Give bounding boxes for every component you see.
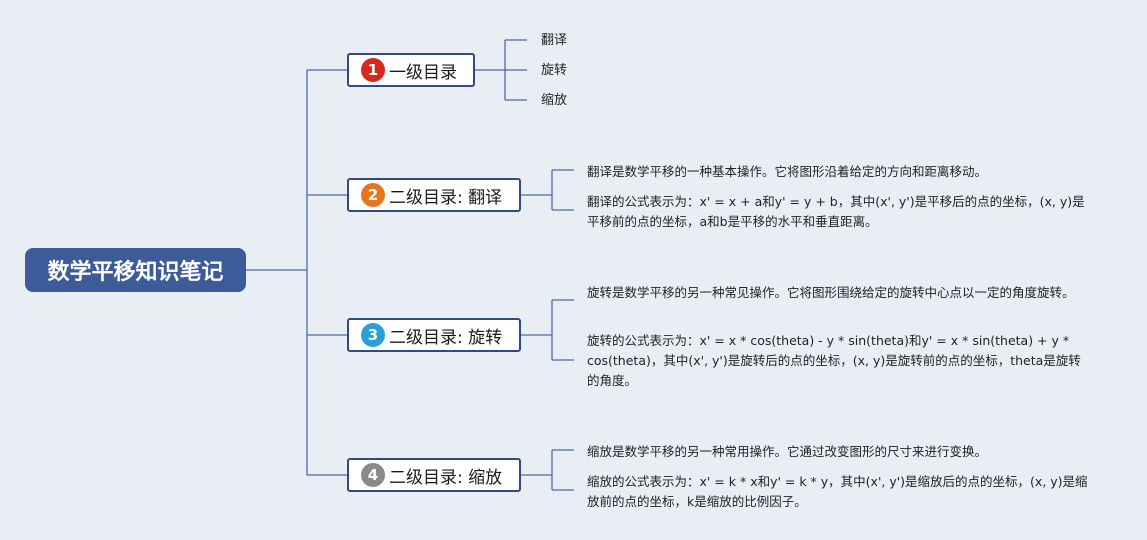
- note-translate-definition: 翻译是数学平移的一种基本操作。它将图形沿着给定的方向和距离移动。: [587, 164, 988, 179]
- number-badge: 1: [361, 58, 385, 82]
- branch-label: 二级目录: 翻译: [389, 187, 503, 208]
- leaf-item-scale[interactable]: 缩放: [541, 93, 568, 108]
- branch-node-3[interactable]: 3 二级目录: 旋转: [347, 318, 521, 352]
- root-node[interactable]: 数学平移知识笔记: [25, 248, 246, 292]
- note-scale-definition: 缩放是数学平移的另一种常用操作。它通过改变图形的尺寸来进行变换。: [587, 444, 988, 459]
- number-badge: 2: [361, 183, 385, 207]
- leaf-item-rotate[interactable]: 旋转: [541, 63, 568, 78]
- note-rotate-definition: 旋转是数学平移的另一种常见操作。它将图形围绕给定的旋转中心点以一定的角度旋转。: [587, 285, 1075, 300]
- branch-node-1[interactable]: 1 一级目录: [347, 53, 475, 87]
- leaf-item-translate[interactable]: 翻译: [541, 33, 568, 48]
- branch-label: 一级目录: [389, 62, 457, 83]
- note-rotate-formula: 旋转的公式表示为：x' = x * cos(theta) - y * sin(t…: [587, 333, 1081, 388]
- note-scale-formula: 缩放的公式表示为：x' = k * x和y' = k * y，其中(x', y'…: [587, 474, 1088, 509]
- number-badge: 4: [361, 463, 385, 487]
- branch-label: 二级目录: 缩放: [389, 467, 503, 488]
- branch-node-2[interactable]: 2 二级目录: 翻译: [347, 178, 521, 212]
- branch-label: 二级目录: 旋转: [389, 327, 503, 348]
- note-translate-formula: 翻译的公式表示为：x' = x + a和y' = y + b，其中(x', y'…: [587, 194, 1085, 229]
- root-title: 数学平移知识笔记: [47, 260, 224, 285]
- branch-node-4[interactable]: 4 二级目录: 缩放: [347, 458, 521, 492]
- number-badge: 3: [361, 323, 385, 347]
